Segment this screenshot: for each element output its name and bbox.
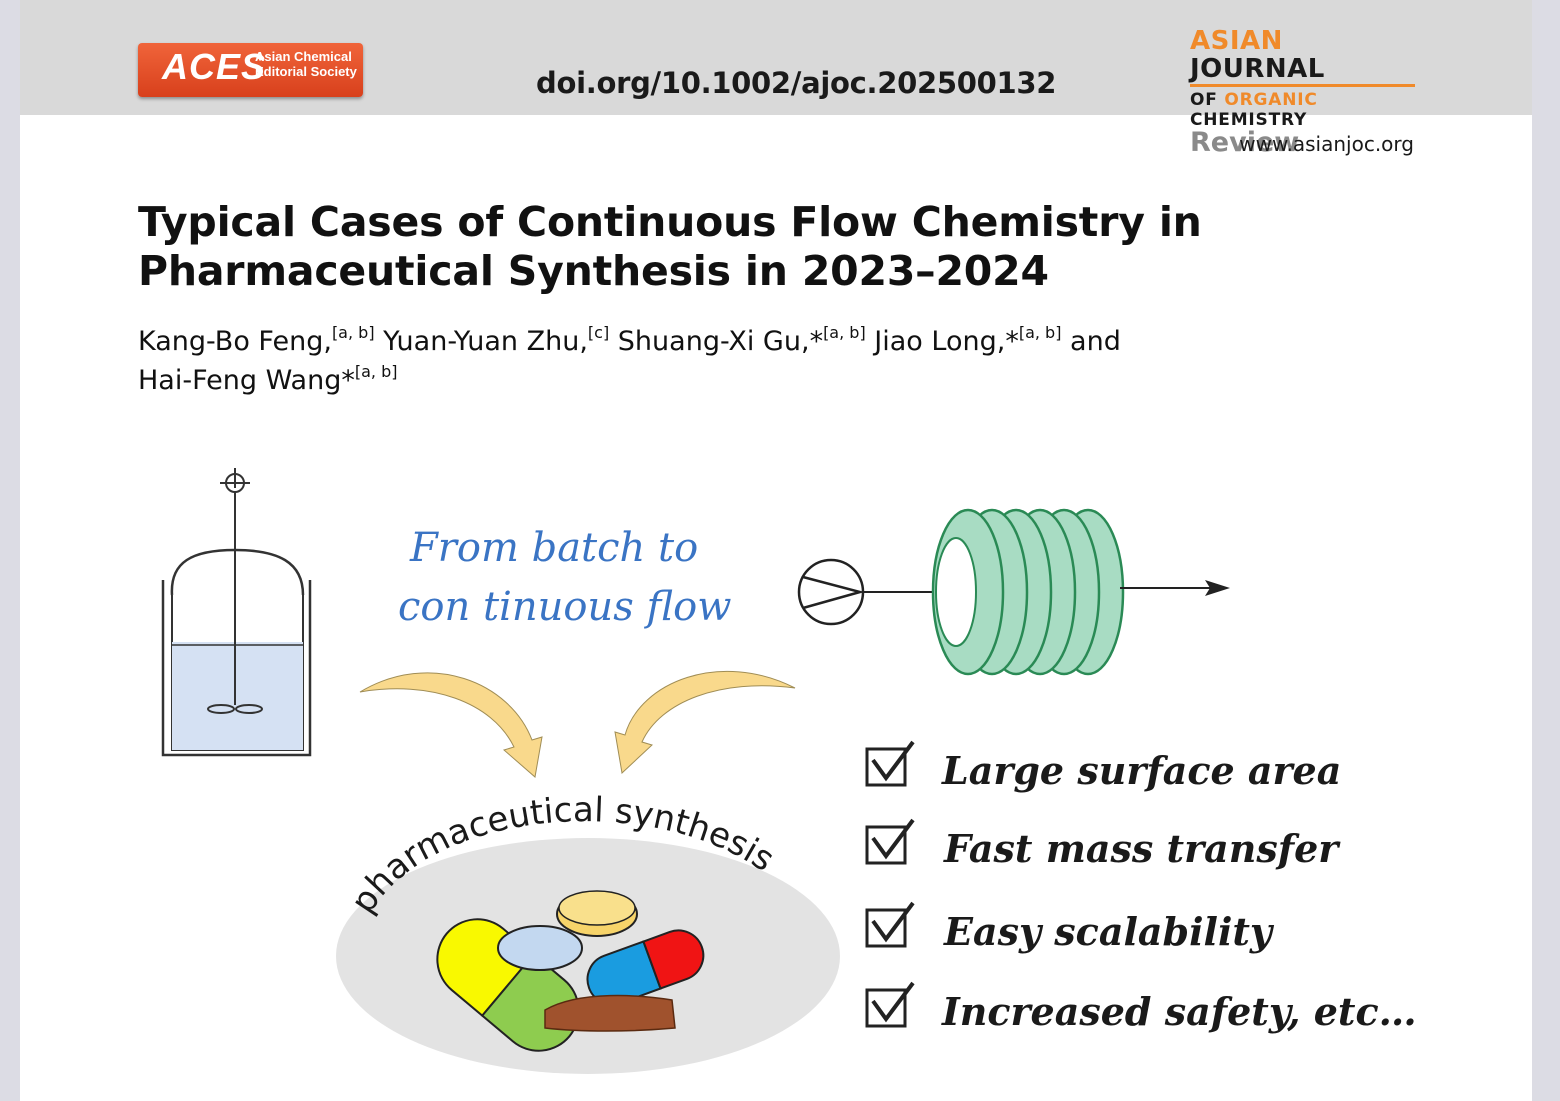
graphic-headline-line1: From batch to	[409, 525, 698, 571]
advantage-item: Fast mass transfer	[865, 818, 1341, 871]
title-line1: Typical Cases of Continuous Flow Chemist…	[138, 198, 1202, 246]
article-type: Review	[1190, 127, 1300, 158]
graphical-abstract: From batch to con tinuous flow	[161, 468, 1417, 1074]
article-title: Typical Cases of Continuous Flow Chemist…	[138, 198, 1238, 296]
aces-name-line2: Editorial Society	[255, 64, 357, 79]
page-header: ACES Asian Chemical Editorial Society do…	[20, 0, 1532, 157]
journal-word-of: OF	[1190, 90, 1218, 110]
author-affiliation: [c]	[587, 323, 610, 342]
curved-arrow-right-icon	[614, 670, 796, 774]
advantage-label: Fast mass transfer	[943, 826, 1341, 871]
advantage-label: Large surface area	[941, 748, 1341, 793]
aces-logo[interactable]: ACES Asian Chemical Editorial Society	[138, 43, 363, 97]
advantage-item: Large surface area	[865, 740, 1341, 793]
aces-abbreviation: ACES	[162, 46, 267, 87]
title-line2: Pharmaceutical Synthesis in 2023–2024	[138, 247, 1049, 295]
checkbox-checked-icon	[871, 740, 915, 782]
reactor-coil	[931, 508, 1125, 676]
curved-arrow-left-icon	[359, 672, 543, 778]
checkbox-checked-icon	[871, 981, 915, 1023]
journal-word-asian: ASIAN	[1190, 26, 1283, 56]
advantage-label: Increased safety, etc…	[941, 989, 1417, 1034]
aces-full-name: Asian Chemical Editorial Society	[255, 49, 361, 79]
article-page: ACES Asian Chemical Editorial Society do…	[20, 0, 1532, 1101]
journal-logo[interactable]: ASIAN JOURNAL OF ORGANIC CHEMISTRY Revie…	[1190, 27, 1420, 157]
author-name[interactable]: Yuan-Yuan Zhu,	[383, 326, 588, 357]
author-affiliation: [a, b]	[354, 362, 398, 381]
pills-illustration	[436, 890, 705, 1052]
checkbox-checked-icon	[871, 818, 915, 860]
journal-line1: ASIAN JOURNAL	[1190, 27, 1420, 83]
journal-rule	[1190, 84, 1415, 87]
batch-reactor-icon	[161, 468, 312, 757]
author-name[interactable]: Shuang-Xi Gu,	[617, 326, 810, 357]
author-name[interactable]: Kang-Bo Feng,	[138, 326, 332, 357]
corresponding-star: *	[1005, 326, 1019, 357]
reactor-liquid	[172, 642, 303, 750]
doi-link[interactable]: doi.org/10.1002/ajoc.202500132	[536, 66, 1057, 100]
checkbox-checked-icon	[871, 901, 915, 943]
advantages-list: Large surface area Fast mass transfer Ea…	[865, 740, 1417, 1034]
corresponding-star: *	[341, 365, 355, 396]
journal-word-chemistry: CHEMISTRY	[1190, 110, 1308, 130]
graphic-headline-line2: con tinuous flow	[398, 584, 731, 630]
author-affiliation: [a, b]	[823, 323, 866, 342]
journal-word-journal: JOURNAL	[1190, 54, 1325, 84]
arrow-right-icon	[1205, 580, 1230, 596]
journal-website-link[interactable]: www.asianjoc.org	[1239, 132, 1414, 156]
author-name[interactable]: Jiao Long,	[874, 326, 1006, 357]
author-conjunction: and	[1070, 326, 1121, 357]
pump-icon	[797, 558, 865, 626]
journal-line2: OF ORGANIC CHEMISTRY	[1190, 90, 1420, 130]
journal-word-organic: ORGANIC	[1224, 90, 1318, 110]
advantage-item: Easy scalability	[865, 901, 1275, 954]
flow-reactor-icon	[797, 508, 1230, 676]
author-affiliation: [a, b]	[1018, 323, 1062, 342]
synthesis-ellipse	[336, 838, 840, 1074]
aces-name-line1: Asian Chemical	[255, 49, 352, 64]
advantage-label: Easy scalability	[943, 909, 1275, 954]
advantage-item: Increased safety, etc…	[865, 981, 1417, 1034]
author-affiliation: [a, b]	[331, 323, 375, 342]
corresponding-star: *	[809, 326, 824, 357]
author-list: Kang-Bo Feng,[a, b] Yuan-Yuan Zhu,[c] Sh…	[138, 322, 1238, 400]
author-name[interactable]: Hai-Feng Wang	[138, 365, 342, 396]
